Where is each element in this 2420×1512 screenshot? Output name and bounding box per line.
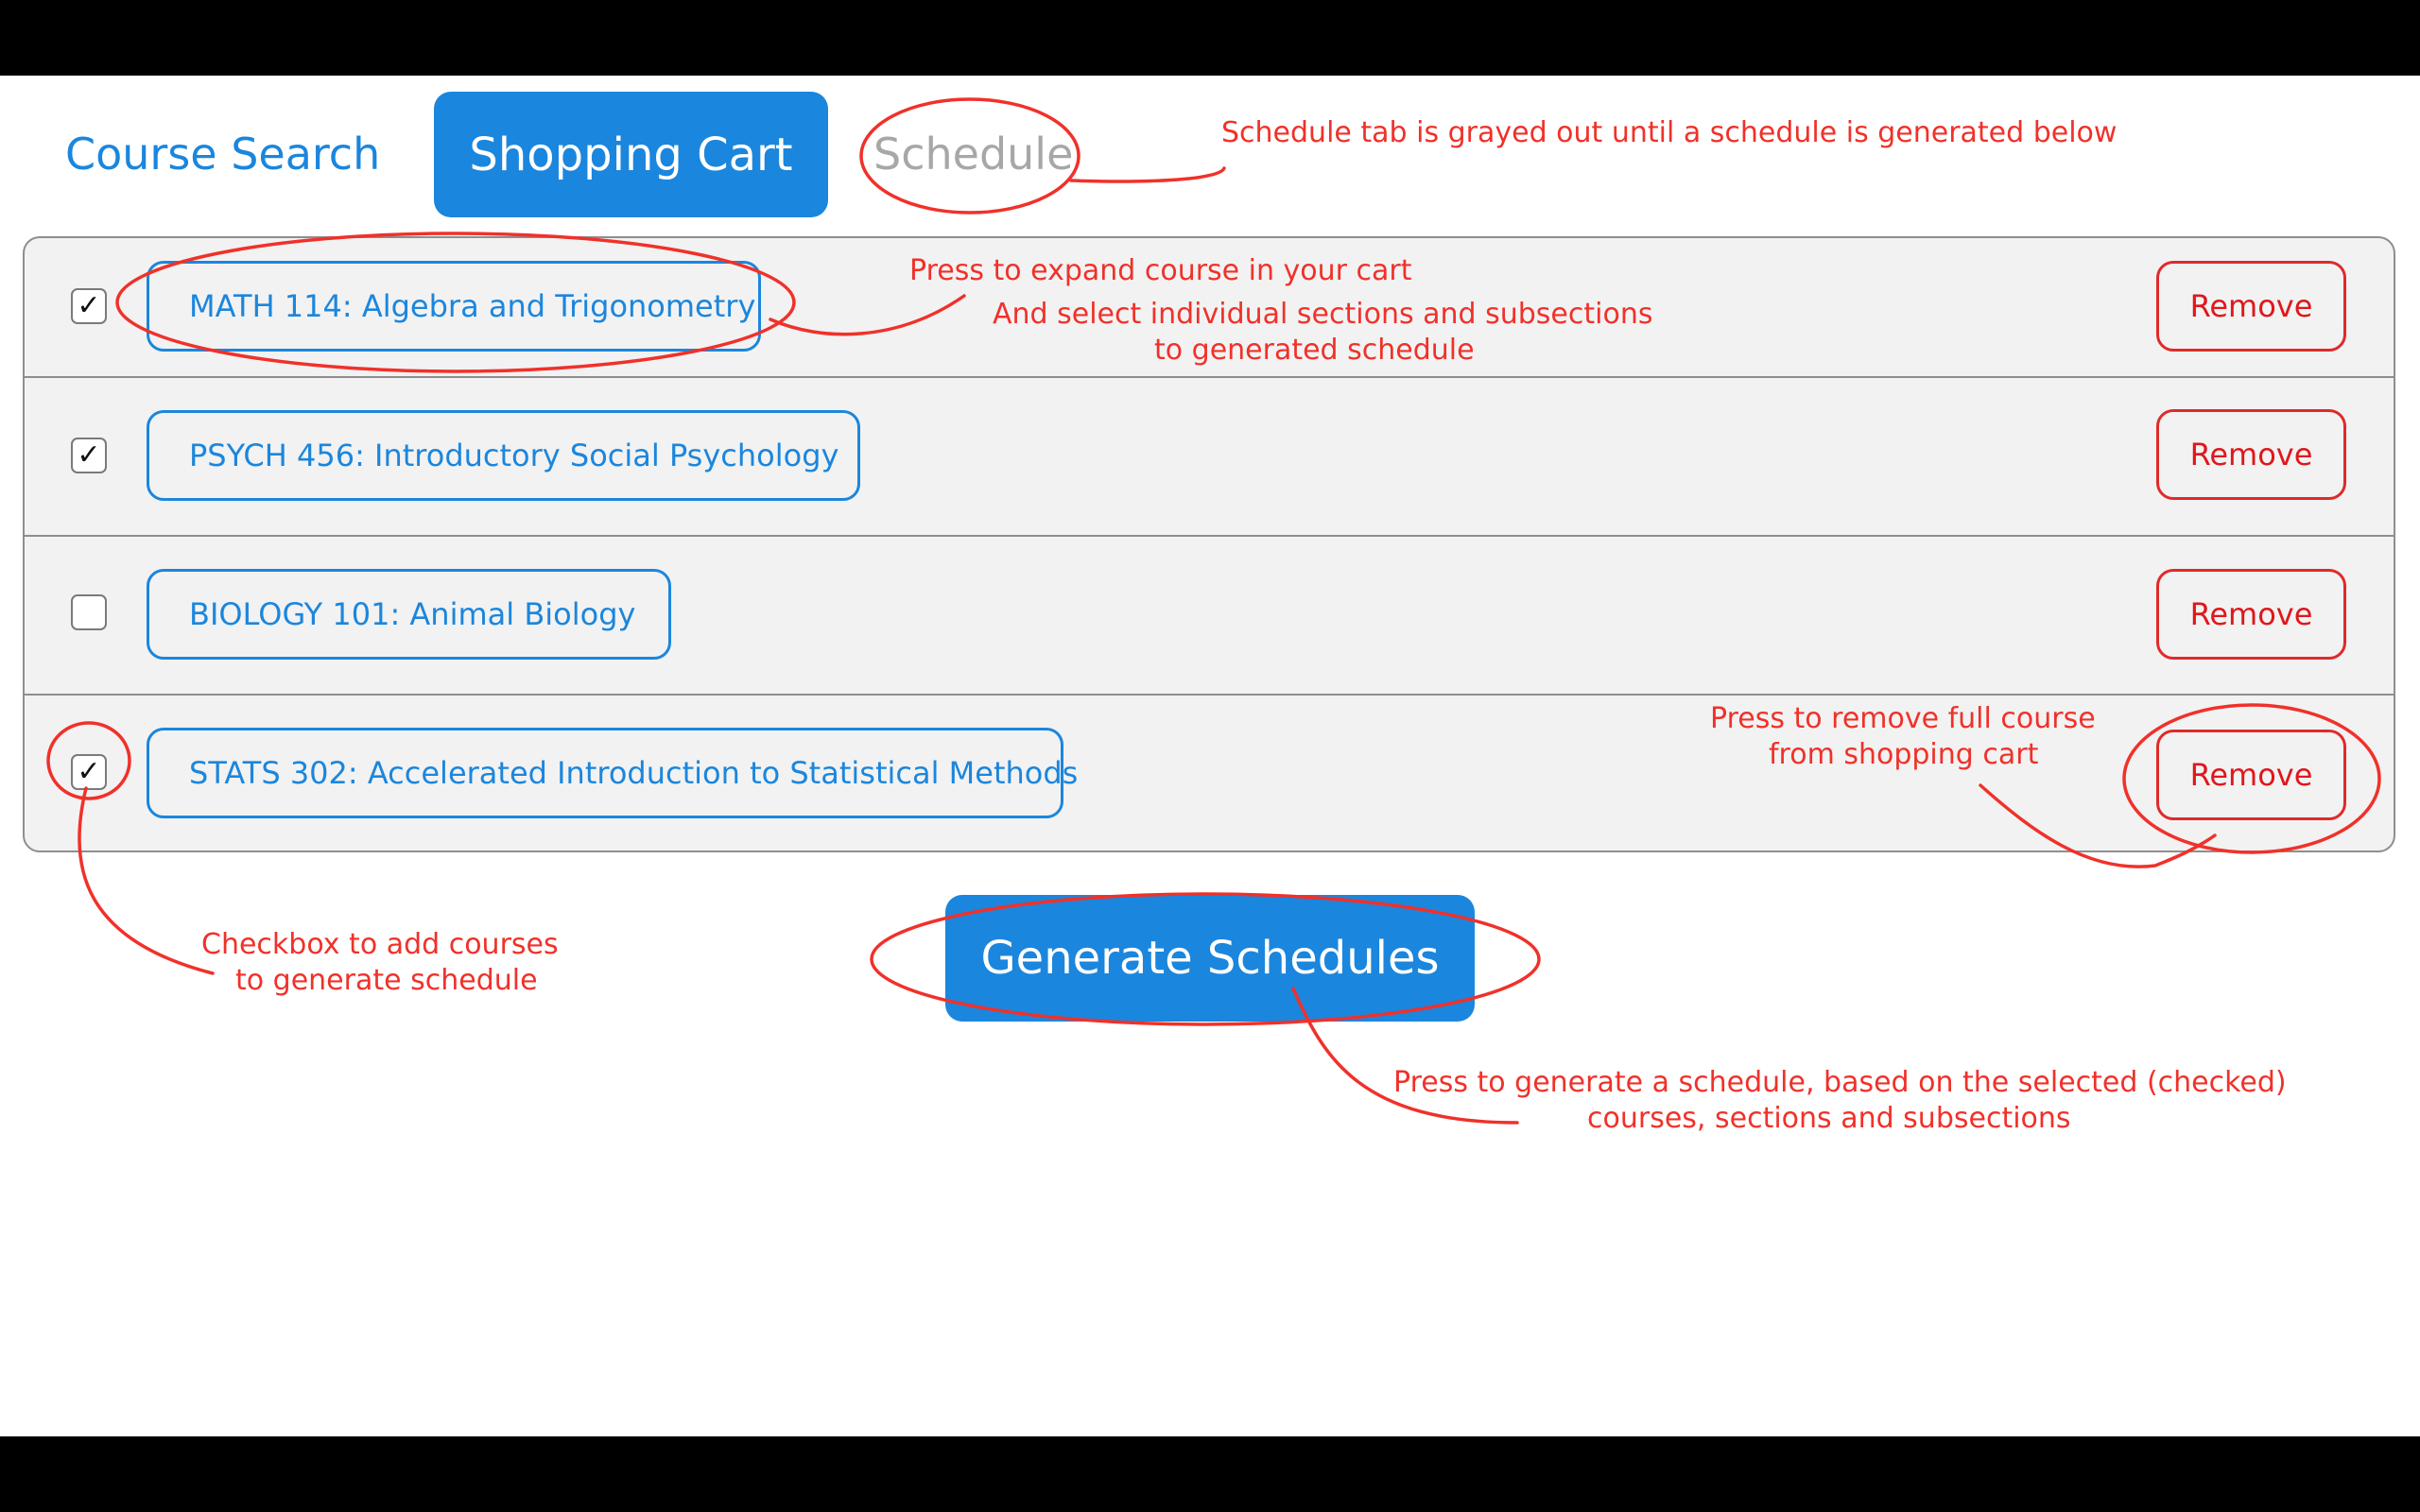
remove-course-button[interactable]: Remove <box>2156 730 2346 820</box>
annotation-remove-line2: from shopping cart <box>1769 738 2039 771</box>
cart-row: BIOLOGY 101: Animal Biology Remove <box>25 537 2394 694</box>
tab-course-search[interactable]: Course Search <box>65 129 381 180</box>
generate-schedules-button[interactable]: Generate Schedules <box>945 895 1475 1022</box>
app-screen: Course Search Shopping Cart Schedule ✓ M… <box>0 76 2420 1436</box>
tab-shopping-cart[interactable]: Shopping Cart <box>434 92 828 217</box>
course-expand-button[interactable]: BIOLOGY 101: Animal Biology <box>147 569 671 660</box>
checkmark-icon: ✓ <box>77 438 101 472</box>
annotation-expand-line3: to generated schedule <box>1154 334 1475 367</box>
tab-schedule-disabled: Schedule <box>873 129 1074 180</box>
annotation-remove-line1: Press to remove full course <box>1710 702 2096 735</box>
course-expand-button[interactable]: PSYCH 456: Introductory Social Psycholog… <box>147 410 860 501</box>
annotation-generate-line2: courses, sections and subsections <box>1587 1102 2071 1135</box>
remove-course-button[interactable]: Remove <box>2156 261 2346 352</box>
annotation-checkbox-line2: to generate schedule <box>235 964 538 997</box>
letterbox-top <box>0 0 2420 76</box>
row-divider <box>25 535 2394 537</box>
annotation-schedule-tab-note: Schedule tab is grayed out until a sched… <box>1221 116 2118 149</box>
course-checkbox[interactable]: ✓ <box>71 288 107 324</box>
course-checkbox[interactable]: ✓ <box>71 754 107 790</box>
row-divider <box>25 376 2394 378</box>
course-expand-button[interactable]: STATS 302: Accelerated Introduction to S… <box>147 728 1078 818</box>
course-checkbox[interactable] <box>71 594 107 630</box>
checkmark-icon: ✓ <box>77 289 101 322</box>
schedule-note-leader <box>1069 166 1226 183</box>
course-expand-button[interactable]: MATH 114: Algebra and Trigonometry <box>147 261 761 352</box>
annotation-checkbox-line1: Checkbox to add courses <box>201 928 559 961</box>
annotation-expand-line2: And select individual sections and subse… <box>993 298 1653 331</box>
row-divider <box>25 694 2394 696</box>
remove-course-button[interactable]: Remove <box>2156 569 2346 660</box>
course-checkbox[interactable]: ✓ <box>71 438 107 473</box>
annotation-generate-line1: Press to generate a schedule, based on t… <box>1393 1066 2287 1099</box>
checkmark-icon: ✓ <box>77 755 101 788</box>
letterbox-bottom <box>0 1436 2420 1512</box>
remove-course-button[interactable]: Remove <box>2156 409 2346 500</box>
cart-row: ✓ PSYCH 456: Introductory Social Psychol… <box>25 378 2394 535</box>
annotation-expand-line1: Press to expand course in your cart <box>909 254 1412 287</box>
